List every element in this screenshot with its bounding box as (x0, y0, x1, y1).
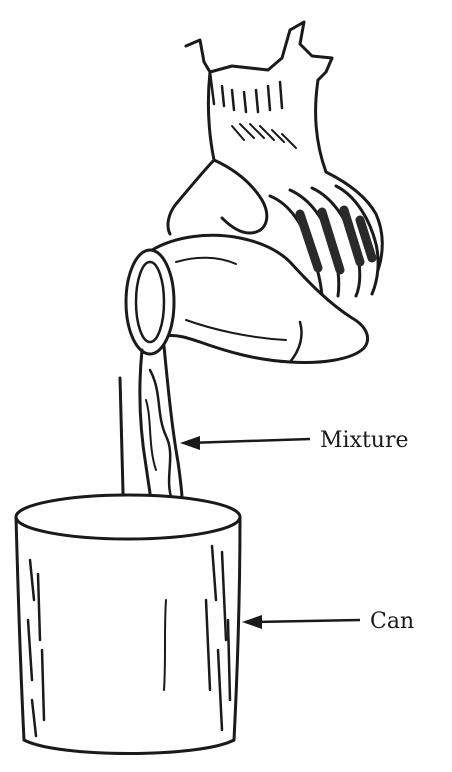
cuff-shading (210, 72, 282, 112)
mixture-label: Mixture (320, 428, 409, 453)
can (16, 495, 240, 754)
thumb (214, 160, 267, 233)
can-arrowhead (242, 615, 262, 629)
mixture-callout: Mixture (180, 428, 409, 453)
can-left-shading (28, 560, 44, 736)
jug-mouth (126, 250, 174, 354)
stream-highlight (146, 400, 156, 470)
mixture-arrowhead (180, 436, 200, 450)
can-center-mark (164, 600, 166, 690)
finger-shadow (300, 210, 372, 270)
can-leader-line (252, 620, 360, 622)
mixture-leader-line (188, 439, 310, 443)
sleeve-cuff (186, 22, 332, 80)
can-rim (16, 495, 240, 539)
hand-hatching (232, 124, 296, 148)
can-right-shading (206, 546, 230, 730)
can-bottom (24, 740, 234, 754)
can-label: Can (370, 609, 414, 634)
can-callout: Can (242, 609, 414, 634)
